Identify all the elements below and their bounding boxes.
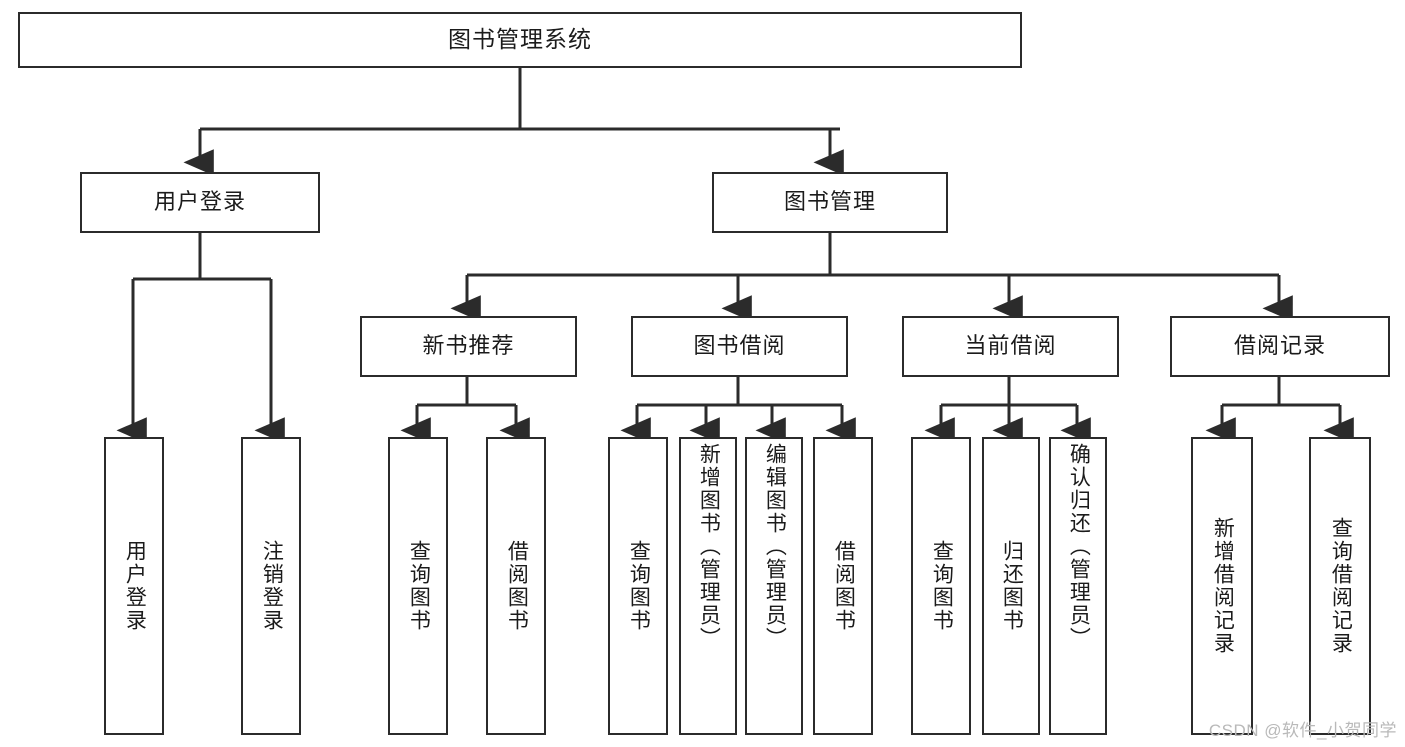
node-current-borrow-label: 当前借阅 — [964, 333, 1057, 359]
leaf-confirm-return[interactable]: 确认归还（管理员） — [1049, 437, 1107, 735]
node-root-label: 图书管理系统 — [448, 26, 592, 53]
node-borrow-record-label: 借阅记录 — [1233, 333, 1326, 359]
watermark: CSDN @软件_小贺同学 — [1208, 721, 1397, 740]
leaf-return-book-label: 归还图书 — [1000, 540, 1024, 632]
leaf-add-book[interactable]: 新增图书（管理员） — [679, 437, 737, 735]
leaf-user-logout[interactable]: 注销登录 — [241, 437, 301, 735]
node-user-login[interactable]: 用户登录 — [80, 172, 320, 233]
node-new-book-rec[interactable]: 新书推荐 — [360, 316, 577, 377]
node-book-manage-label: 图书管理 — [783, 189, 876, 215]
node-book-manage[interactable]: 图书管理 — [712, 172, 948, 233]
leaf-add-book-label: 新增图书（管理员） — [697, 443, 721, 650]
leaf-rec-borrow-book[interactable]: 借阅图书 — [486, 437, 546, 735]
leaf-query-record-label: 查询借阅记录 — [1329, 517, 1353, 655]
leaf-add-record[interactable]: 新增借阅记录 — [1191, 437, 1253, 735]
leaf-borrow-book-label: 借阅图书 — [832, 540, 856, 632]
leaf-rec-borrow-book-label: 借阅图书 — [505, 540, 529, 632]
leaf-cur-query-book[interactable]: 查询图书 — [911, 437, 971, 735]
leaf-borrow-book[interactable]: 借阅图书 — [813, 437, 873, 735]
leaf-user-login-label: 用户登录 — [123, 540, 147, 632]
node-book-borrow-label: 图书借阅 — [693, 333, 786, 359]
leaf-cur-query-book-label: 查询图书 — [930, 540, 954, 632]
leaf-edit-book[interactable]: 编辑图书（管理员） — [745, 437, 803, 735]
leaf-user-logout-label: 注销登录 — [260, 540, 284, 632]
leaf-user-login[interactable]: 用户登录 — [104, 437, 164, 735]
node-book-borrow[interactable]: 图书借阅 — [631, 316, 848, 377]
leaf-return-book[interactable]: 归还图书 — [982, 437, 1040, 735]
node-new-book-rec-label: 新书推荐 — [422, 333, 515, 359]
leaf-rec-query-book[interactable]: 查询图书 — [388, 437, 448, 735]
leaf-add-record-label: 新增借阅记录 — [1211, 517, 1235, 655]
node-current-borrow[interactable]: 当前借阅 — [902, 316, 1119, 377]
node-root[interactable]: 图书管理系统 — [18, 12, 1022, 68]
leaf-confirm-return-label: 确认归还（管理员） — [1067, 443, 1091, 650]
node-borrow-record[interactable]: 借阅记录 — [1170, 316, 1390, 377]
leaf-edit-book-label: 编辑图书（管理员） — [763, 443, 787, 650]
node-user-login-label: 用户登录 — [153, 189, 246, 215]
leaf-borrow-query-book-label: 查询图书 — [627, 540, 651, 632]
leaf-query-record[interactable]: 查询借阅记录 — [1309, 437, 1371, 735]
leaf-borrow-query-book[interactable]: 查询图书 — [608, 437, 668, 735]
leaf-rec-query-book-label: 查询图书 — [407, 540, 431, 632]
